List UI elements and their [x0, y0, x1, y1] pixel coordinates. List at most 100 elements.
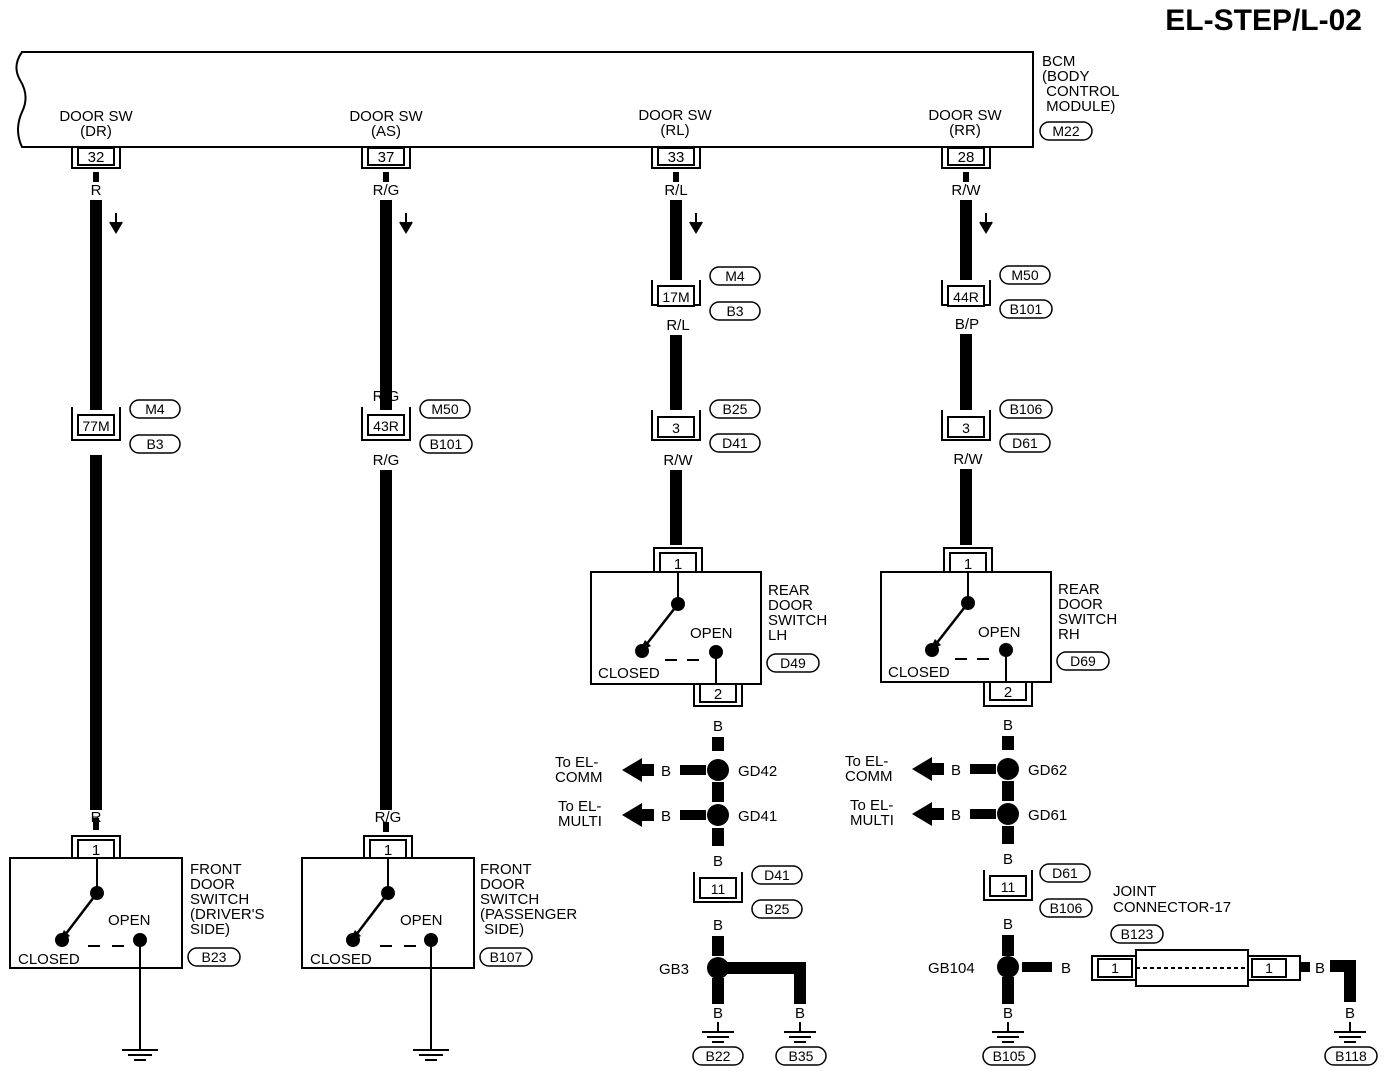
- inline1-conn-bottom-rr: B101: [1010, 301, 1043, 317]
- switch-name-rr-2: DOOR: [1058, 596, 1103, 613]
- switch-conn-as: B107: [490, 949, 523, 965]
- inline3-conn-bottom-rl: B25: [765, 901, 790, 917]
- switch-name-rr-3: SWITCH: [1058, 611, 1117, 628]
- joint-conn-tag: B123: [1121, 926, 1154, 942]
- switch-name-dr-3: SWITCH: [190, 891, 249, 908]
- switch-name-rr-1: REAR: [1058, 581, 1100, 598]
- node-gd62: GD62: [1028, 762, 1067, 779]
- wire-color-rl-low: R/W: [663, 452, 693, 469]
- inline-conn-bottom-dr: B3: [146, 436, 163, 452]
- switch-closed-label-as: CLOSED: [310, 951, 372, 968]
- wire-dr-upper: [90, 200, 102, 410]
- switch-name-dr-1: FRONT: [190, 861, 242, 878]
- wire-color-rl-b4: B: [713, 1005, 723, 1022]
- switch-name-as-4: (PASSENGER: [480, 906, 577, 923]
- switch-open-label-as: OPEN: [400, 912, 443, 929]
- bcm-pin-sub-rr: (RR): [949, 122, 981, 139]
- bcm-pin-number-dr: 32: [88, 149, 105, 166]
- switch-name-rl-3: SWITCH: [768, 612, 827, 629]
- switch-conn-dr: B23: [202, 949, 227, 965]
- arrow-to-el-comm-rl: [622, 758, 654, 782]
- bcm-label-line-1: BCM: [1042, 53, 1075, 70]
- wire-color-rl-b3: B: [713, 917, 723, 934]
- switch-name-dr-5: SIDE): [190, 921, 230, 938]
- switch-name-as-1: FRONT: [480, 861, 532, 878]
- node-gb3: GB3: [659, 961, 689, 978]
- bcm-pin-number-rr: 28: [958, 149, 975, 166]
- switch-closed-label-rl: CLOSED: [598, 665, 660, 682]
- wire-color-as-top: R/G: [373, 182, 400, 199]
- multi-label-rr-1: To EL-: [850, 797, 893, 814]
- arrow-to-el-comm-rr: [912, 757, 944, 781]
- bcm-pin-sub-rl: (RL): [660, 122, 689, 139]
- switch-name-as-5: SIDE): [480, 921, 524, 938]
- multi-wire-rr: B: [951, 807, 961, 824]
- inline-conn-top-as: M50: [431, 401, 458, 417]
- inline3-conn-bottom-rr: B106: [1050, 900, 1083, 916]
- bcm-pin-number-as: 37: [378, 149, 395, 166]
- comm-label-rl-2: COMM: [555, 769, 603, 786]
- wire-color-dr-top: R: [91, 182, 102, 199]
- switch-conn-rr: D69: [1070, 653, 1096, 669]
- node-gd61: GD61: [1028, 807, 1067, 824]
- switch-open-label-rr: OPEN: [978, 624, 1021, 641]
- wire-color-rr-b: B: [1003, 717, 1013, 734]
- inline3-conn-top-rl: D41: [764, 867, 790, 883]
- switch-open-label-rl: OPEN: [690, 625, 733, 642]
- multi-label-rr-2: MULTI: [850, 812, 894, 829]
- switch-name-as-2: DOOR: [480, 876, 525, 893]
- node-gb104: GB104: [928, 960, 975, 977]
- inline1-conn-bottom-rl: B3: [726, 303, 743, 319]
- wire-color-rr-b4: B: [1003, 1005, 1013, 1022]
- switch-name-as-3: SWITCH: [480, 891, 539, 908]
- wire-color-rl-top: R/L: [664, 182, 687, 199]
- joint-connector-17: [1091, 949, 1301, 987]
- arrow-to-el-multi-rr: [912, 802, 944, 826]
- bcm-pin-name-as: DOOR SW: [349, 108, 423, 125]
- wire-as-upper: [380, 200, 392, 410]
- arrow-to-el-multi-rl: [622, 803, 654, 827]
- inline2-conn-bottom-rl: D41: [722, 435, 748, 451]
- joint-pin-right: 1: [1265, 960, 1273, 976]
- switch-closed-label-dr: CLOSED: [18, 951, 80, 968]
- wire-color-as-mid-above: R/G: [373, 388, 400, 405]
- wire-color-rr-b7: B: [1345, 1005, 1355, 1022]
- bcm-pin-name-rr: DOOR SW: [928, 107, 1002, 124]
- inline1-conn-top-rl: M4: [725, 268, 745, 284]
- bcm-pin-name-dr: DOOR SW: [59, 108, 133, 125]
- inline3-pin-rr: 11: [1001, 879, 1016, 895]
- inline-pin-as: 43R: [373, 418, 399, 434]
- bcm-connector-tag: M22: [1052, 123, 1079, 139]
- switch-pin-bottom-rl: 2: [714, 686, 722, 703]
- circuit-rl: R/L 17M M4 B3 R/L 3 B25 D41 R/W 1: [555, 172, 827, 1066]
- inline2-pin-rr: 3: [962, 420, 970, 436]
- bcm-pin-name-rl: DOOR SW: [638, 107, 712, 124]
- wire-color-rr-b5: B: [1061, 960, 1071, 977]
- current-arrow-as: [399, 213, 413, 234]
- multi-label-rl-1: To EL-: [558, 798, 601, 815]
- switch-pin-as: 1: [384, 842, 392, 859]
- wire-color-rl-b: B: [713, 718, 723, 735]
- inline1-pin-rl: 17M: [662, 289, 689, 305]
- wire-color-as-mid-below: R/G: [373, 452, 400, 469]
- wire-color-rr-mid: B/P: [955, 316, 979, 333]
- inline-pin-dr: 77M: [82, 418, 109, 434]
- wire-color-rl-mid: R/L: [666, 317, 689, 334]
- comm-wire-rr: B: [951, 762, 961, 779]
- ground-b105: B105: [993, 1048, 1026, 1064]
- current-arrow-dr: [109, 213, 123, 234]
- multi-wire-rl: B: [661, 808, 671, 825]
- switch-closed-label-rr: CLOSED: [888, 664, 950, 681]
- wire-color-rl-b5: B: [795, 1005, 805, 1022]
- bcm-pin-number-rl: 33: [668, 149, 685, 166]
- wire-color-dr-mid-above: R: [91, 388, 102, 405]
- switch-name-rl-1: REAR: [768, 582, 810, 599]
- ground-b118: B118: [1335, 1048, 1367, 1064]
- switch-name-rr-4: RH: [1058, 626, 1080, 643]
- inline2-conn-top-rl: B25: [723, 401, 748, 417]
- diagram-title: EL-STEP/L-02: [1165, 4, 1362, 37]
- inline1-conn-top-rr: M50: [1011, 267, 1038, 283]
- comm-label-rr-1: To EL-: [845, 753, 888, 770]
- node-gd42: GD42: [738, 763, 777, 780]
